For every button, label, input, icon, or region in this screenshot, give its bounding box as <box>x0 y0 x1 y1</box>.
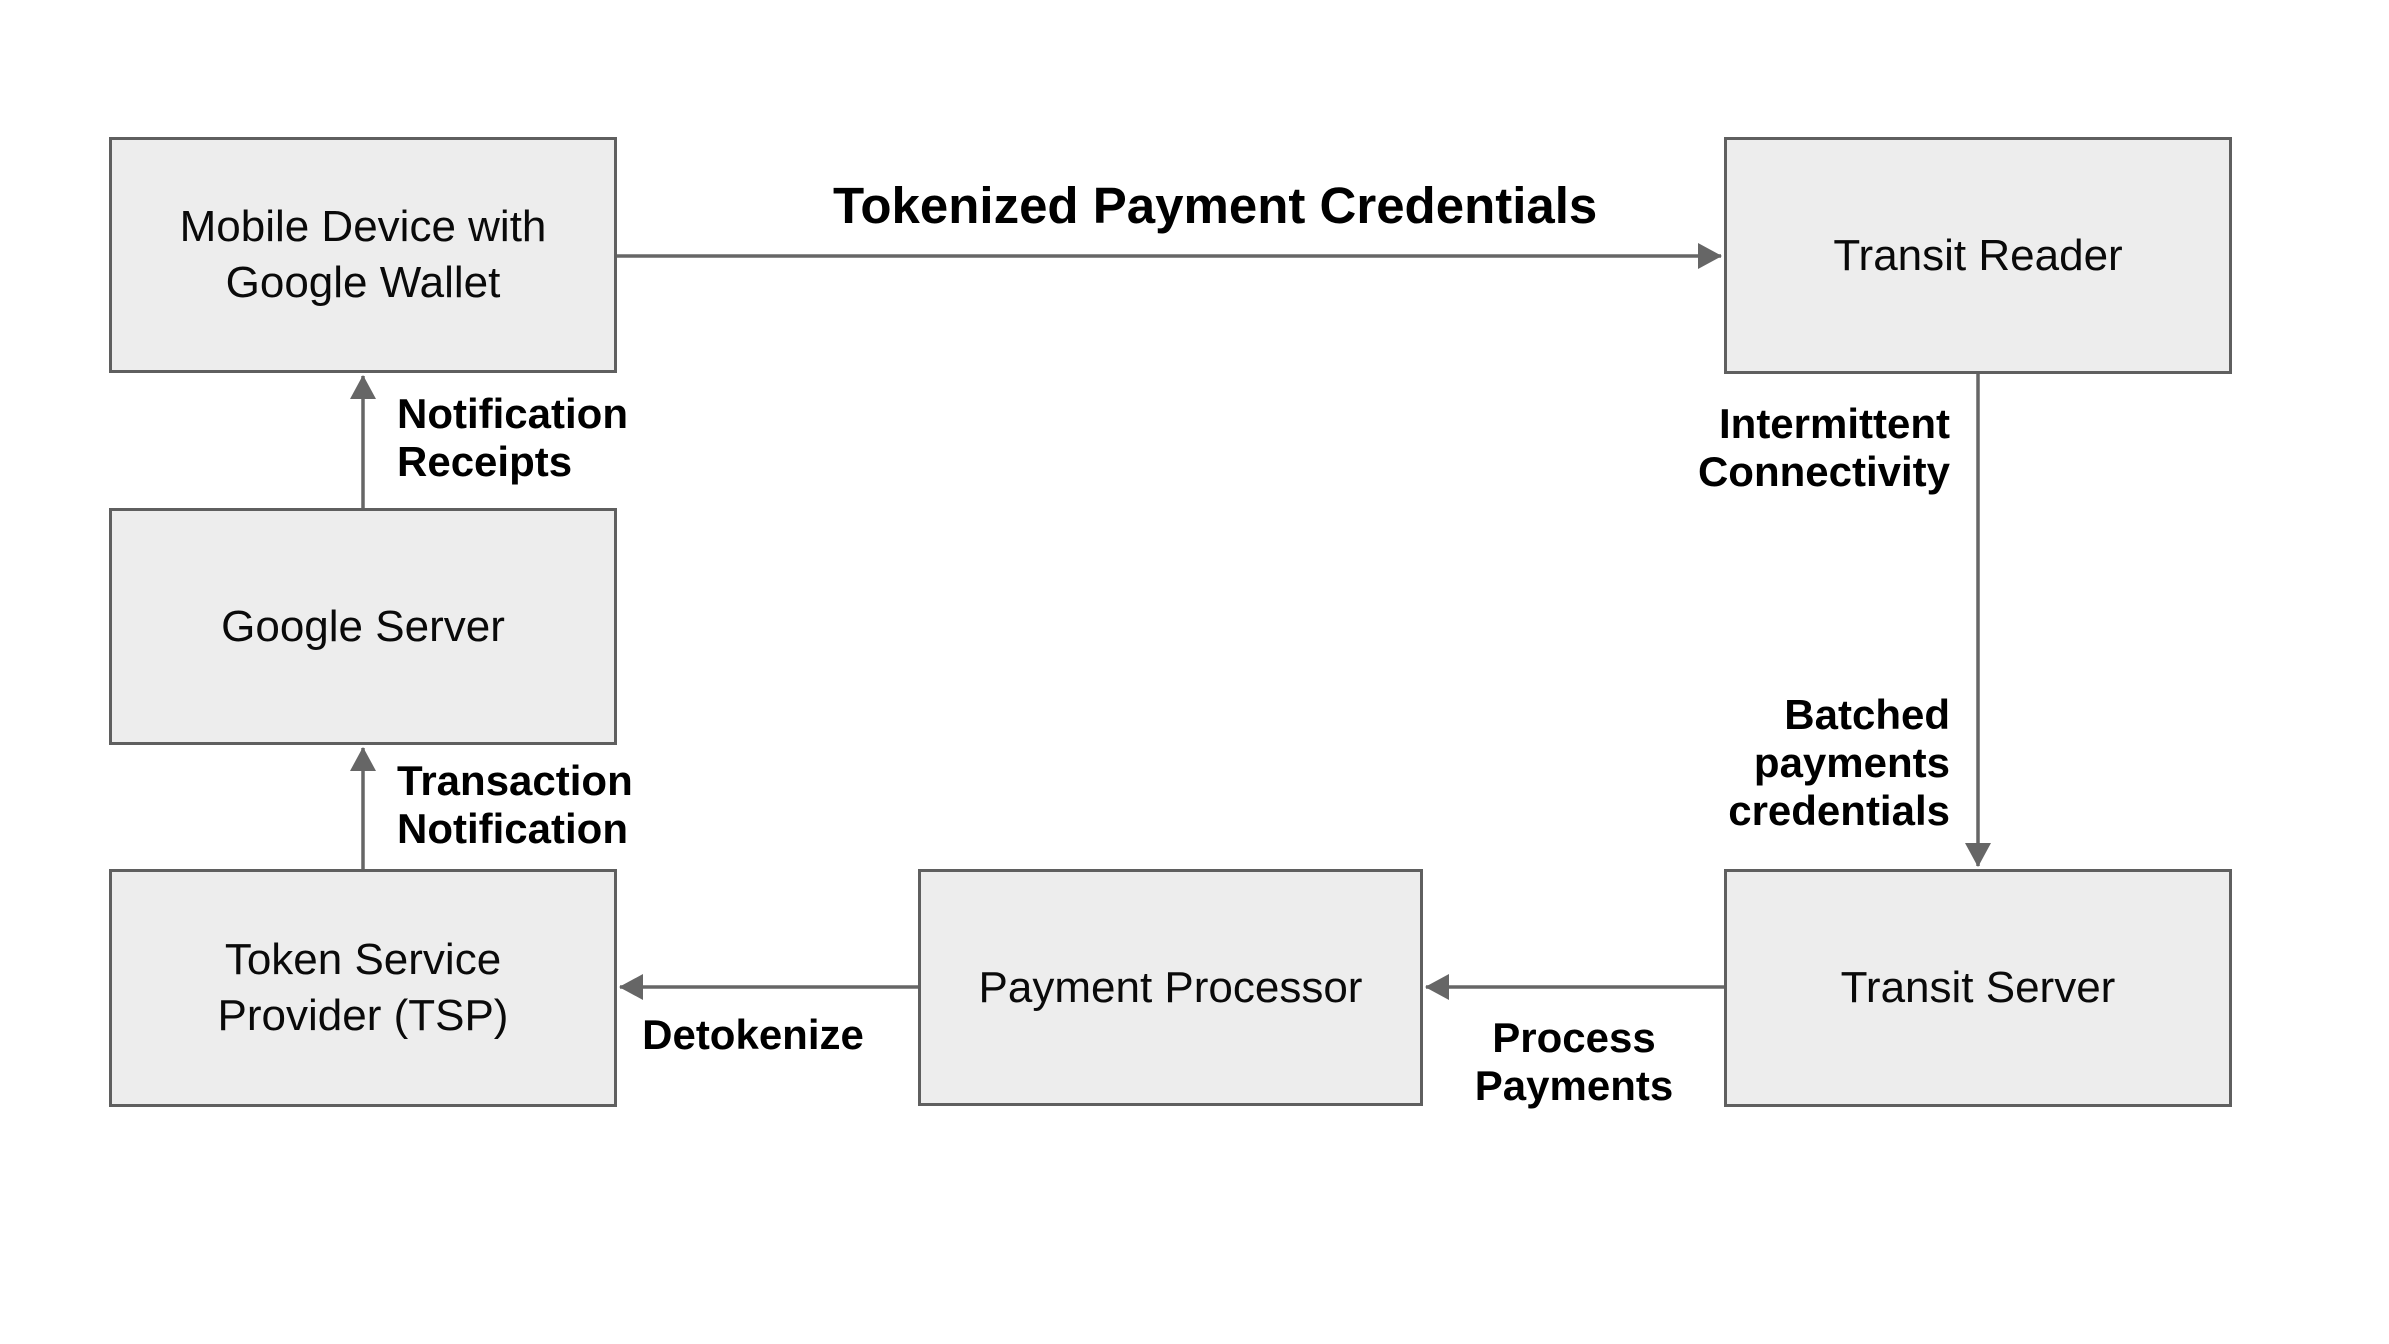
label-intermittent-connectivity: Intermittent Connectivity <box>1697 400 1950 495</box>
node-payment-processor: Payment Processor <box>918 869 1423 1106</box>
node-label: Transit Reader <box>1833 230 2123 280</box>
node-google-server: Google Server <box>109 508 617 745</box>
label-detokenize: Detokenize <box>642 1011 864 1058</box>
label-process-payments: Process Payments <box>1474 1014 1674 1109</box>
label-notification-receipts: Notification Receipts <box>397 390 628 485</box>
node-label: Google Server <box>221 601 505 651</box>
label-batched-payments-credentials: Batched payments credentials <box>1728 691 1950 834</box>
node-transit-reader: Transit Reader <box>1724 137 2232 374</box>
node-mobile-device-google-wallet: Mobile Device with Google Wallet <box>109 137 617 373</box>
node-label: Mobile Device with Google Wallet <box>179 202 547 307</box>
node-label: Token Service Provider (TSP) <box>217 935 509 1040</box>
label-tokenized-payment-credentials: Tokenized Payment Credentials <box>833 177 1598 234</box>
node-transit-server: Transit Server <box>1724 869 2232 1107</box>
node-label: Transit Server <box>1840 963 2116 1012</box>
label-transaction-notification: Transaction Notification <box>397 757 633 852</box>
node-label: Payment Processor <box>978 962 1363 1012</box>
node-token-service-provider: Token Service Provider (TSP) <box>109 869 617 1107</box>
